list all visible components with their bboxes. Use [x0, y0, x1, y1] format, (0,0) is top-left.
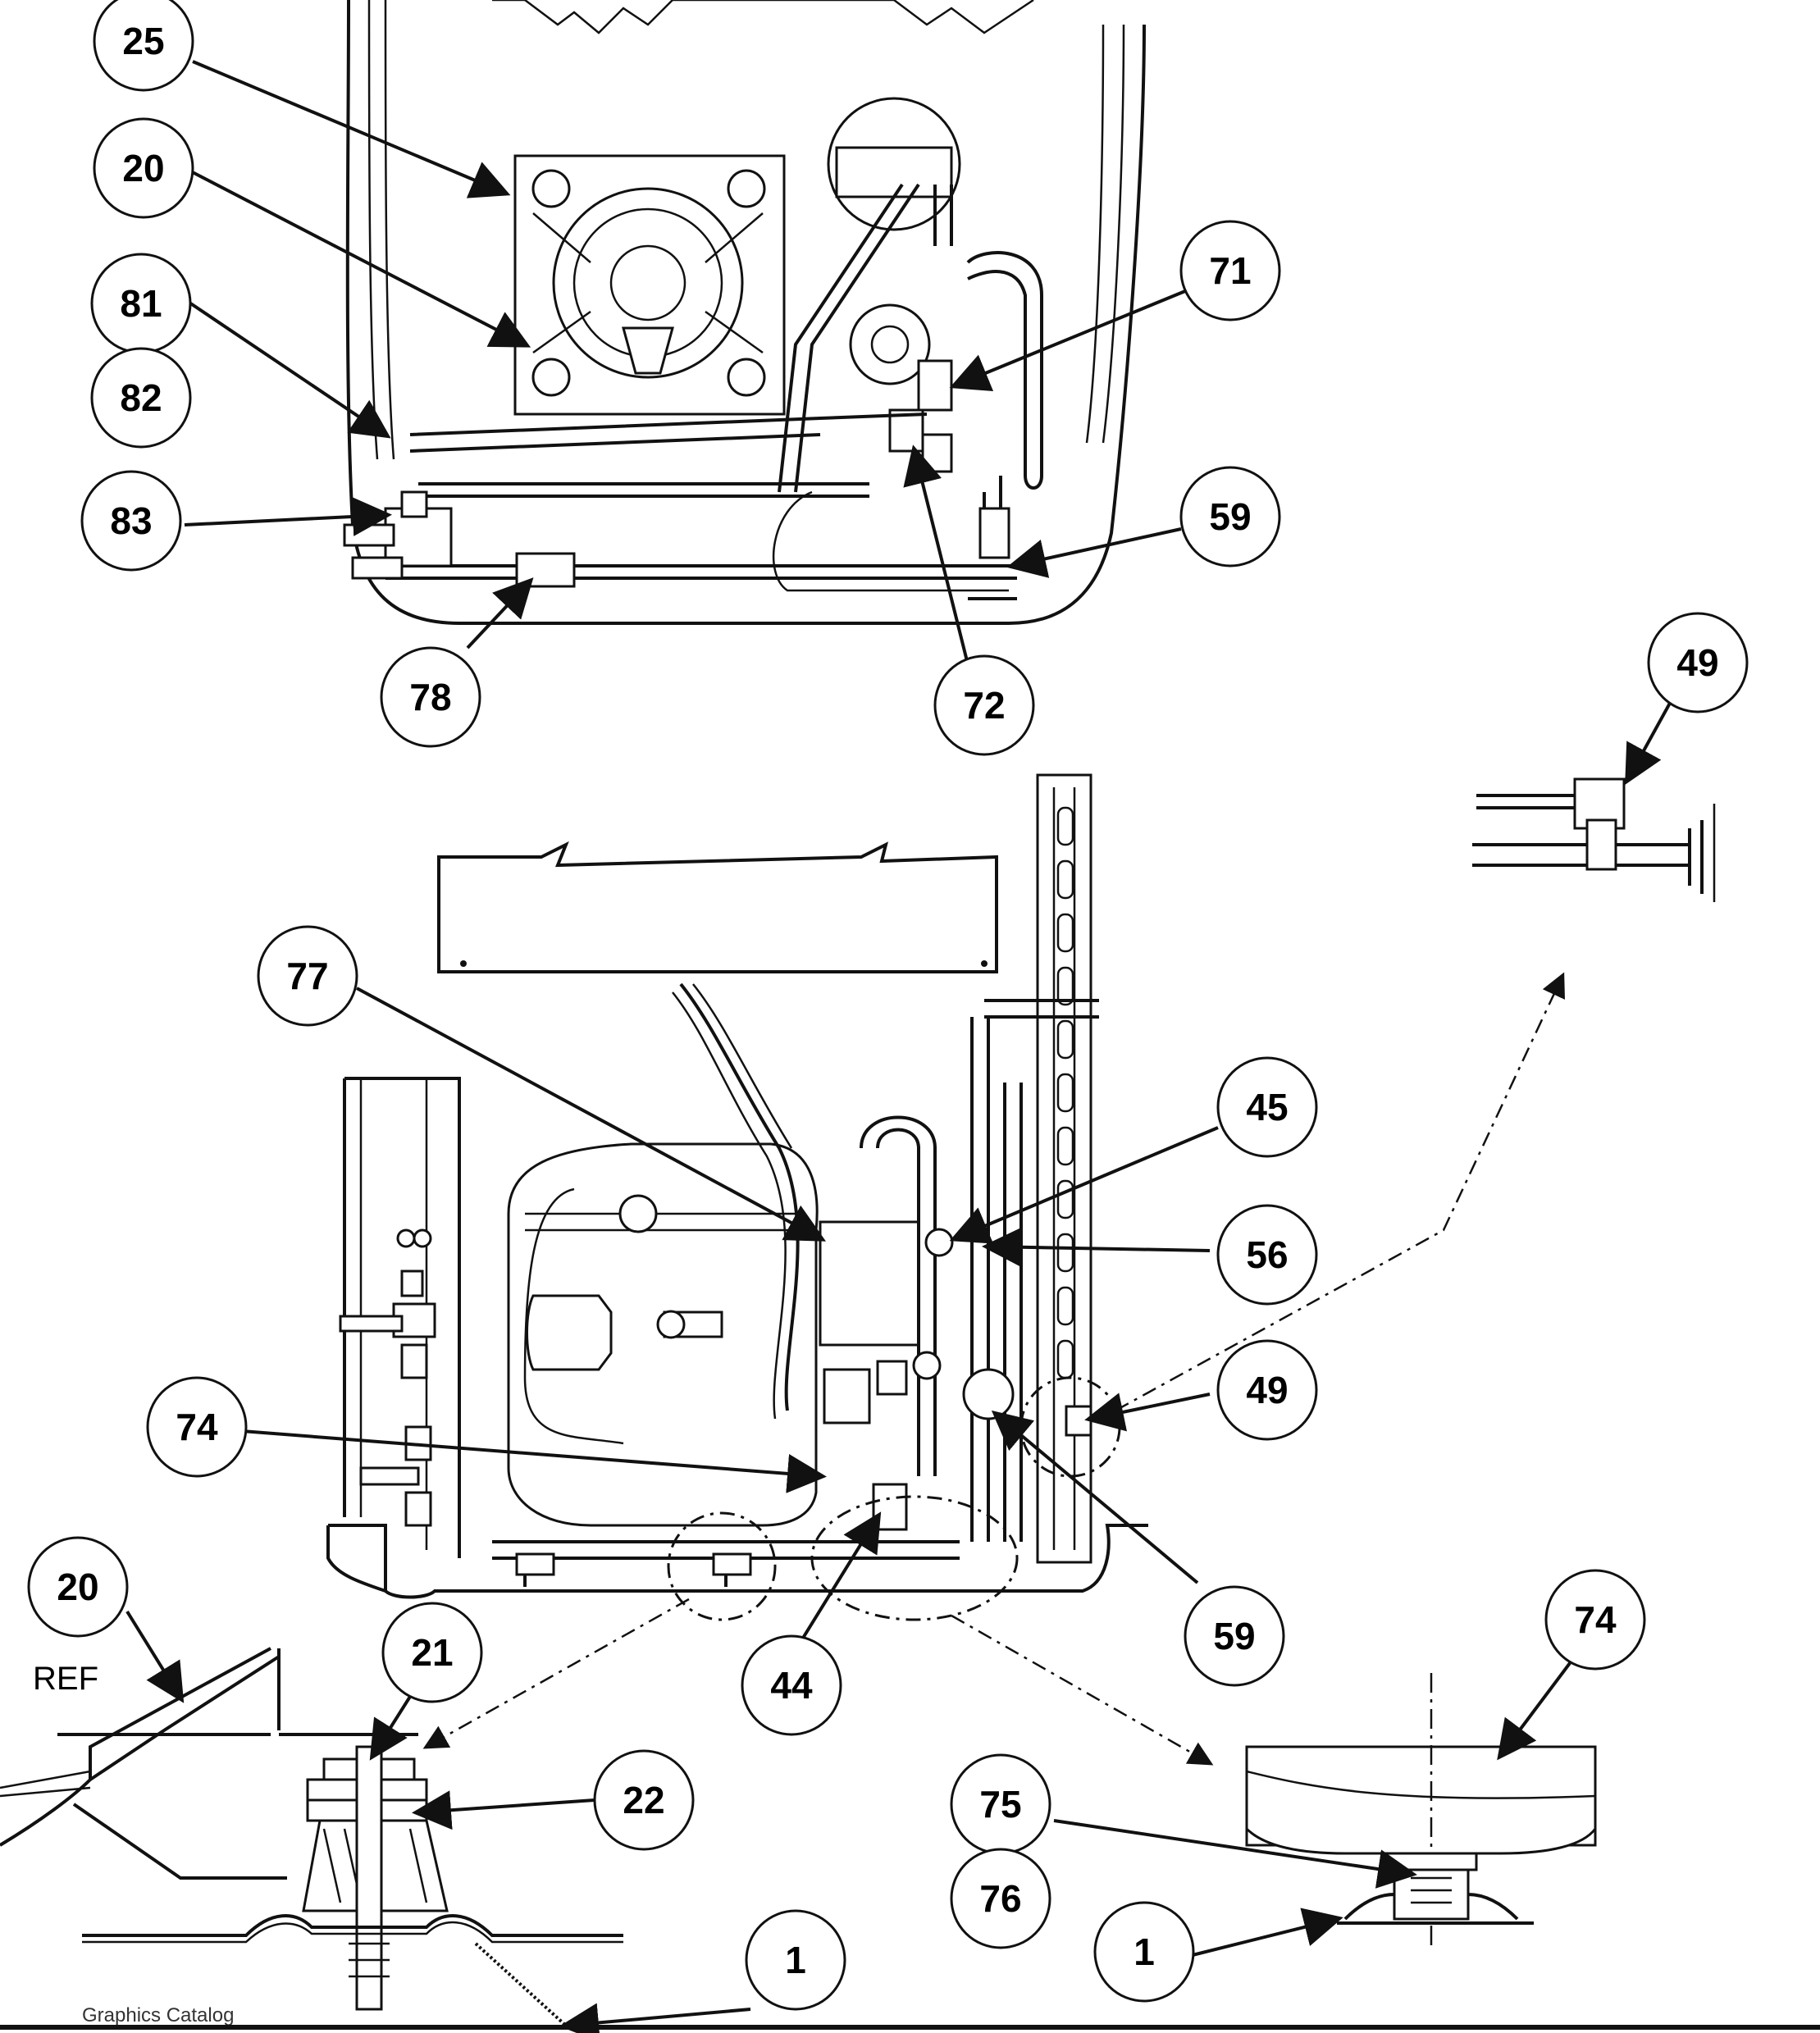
mount-detail-left [0, 1647, 623, 2027]
callout-1-left: 1 [745, 1909, 846, 2011]
callout-1-right: 1 [1093, 1901, 1195, 2003]
leader-arrows [125, 60, 1675, 2033]
fitting-45 [924, 1228, 954, 1257]
callout-76: 76 [950, 1848, 1051, 1949]
callout-59-bottom-label: 59 [1213, 1615, 1255, 1657]
callout-1-left-label: 1 [785, 1939, 806, 1981]
callout-59-bottom: 59 [1184, 1585, 1285, 1687]
filter-drier-44 [872, 1483, 908, 1531]
callout-59-top: 59 [1179, 466, 1281, 568]
fitting-59-bottom [962, 1368, 1015, 1420]
callout-44: 44 [741, 1634, 842, 1736]
callout-49-inset-label: 49 [1676, 641, 1718, 684]
detail-circle-mount [667, 1511, 777, 1621]
callout-78-label: 78 [409, 676, 451, 718]
callout-72: 72 [933, 654, 1035, 756]
callout-20-top: 20 [93, 117, 194, 219]
callout-75: 75 [950, 1753, 1051, 1855]
callout-25-label: 25 [122, 20, 164, 62]
callout-71: 71 [1179, 220, 1281, 321]
ref-label: REF [33, 1661, 98, 1697]
compressor-assembly [326, 773, 1148, 1621]
callout-77: 77 [257, 925, 358, 1027]
callout-83-label: 83 [110, 499, 152, 542]
callout-56-label: 56 [1246, 1233, 1288, 1276]
callout-81: 81 [90, 253, 192, 354]
callout-49-inset: 49 [1647, 612, 1749, 713]
callout-25: 25 [93, 0, 194, 92]
detail-circle-compressor-foot [810, 1495, 1019, 1621]
callout-83: 83 [80, 470, 182, 572]
callout-72-label: 72 [963, 684, 1005, 727]
callout-75-label: 75 [979, 1783, 1021, 1826]
callout-45: 45 [1216, 1056, 1318, 1158]
callout-44-label: 44 [770, 1664, 813, 1707]
callout-22: 22 [593, 1749, 695, 1851]
callout-45-label: 45 [1246, 1086, 1288, 1128]
callout-71-label: 71 [1209, 249, 1251, 292]
callout-82: 82 [90, 347, 192, 449]
callout-20-ref: 20 [27, 1536, 129, 1638]
callout-21: 21 [381, 1602, 483, 1703]
fitting-59-top [978, 507, 1010, 559]
inset-49-detail [1472, 777, 1716, 902]
right-side-rail [1036, 773, 1092, 1564]
callout-49-main-label: 49 [1246, 1369, 1288, 1411]
callout-82-label: 82 [120, 376, 162, 419]
component-77 [819, 1220, 920, 1347]
terminal-box [526, 1294, 613, 1371]
callout-74-detail: 74 [1544, 1569, 1646, 1671]
callout-74-detail-label: 74 [1574, 1598, 1617, 1641]
callout-56: 56 [1216, 1204, 1318, 1306]
callout-74-main: 74 [146, 1376, 248, 1478]
callout-77-label: 77 [286, 955, 328, 997]
callout-76-label: 76 [979, 1877, 1021, 1920]
callout-21-label: 21 [411, 1631, 453, 1674]
callout-74-main-label: 74 [176, 1406, 218, 1448]
callout-20-ref-label: 20 [57, 1566, 98, 1608]
callout-78: 78 [380, 646, 481, 748]
callout-1-right-label: 1 [1134, 1930, 1155, 1973]
valve-body-71 [917, 359, 953, 412]
mount-detail-right [1245, 1673, 1597, 1952]
callout-49-main: 49 [1216, 1339, 1318, 1441]
detail-leaders [422, 972, 1565, 1766]
callout-81-label: 81 [120, 282, 162, 325]
footer-left-text: Graphics Catalog [82, 2004, 234, 2026]
callout-20-top-label: 20 [122, 147, 164, 189]
valve-body-72 [888, 408, 924, 453]
filter-drier-78 [515, 552, 576, 588]
callout-22-label: 22 [623, 1779, 664, 1821]
callout-59-top-label: 59 [1209, 495, 1251, 538]
top-view [343, 0, 1146, 625]
valve-49 [1065, 1405, 1092, 1437]
